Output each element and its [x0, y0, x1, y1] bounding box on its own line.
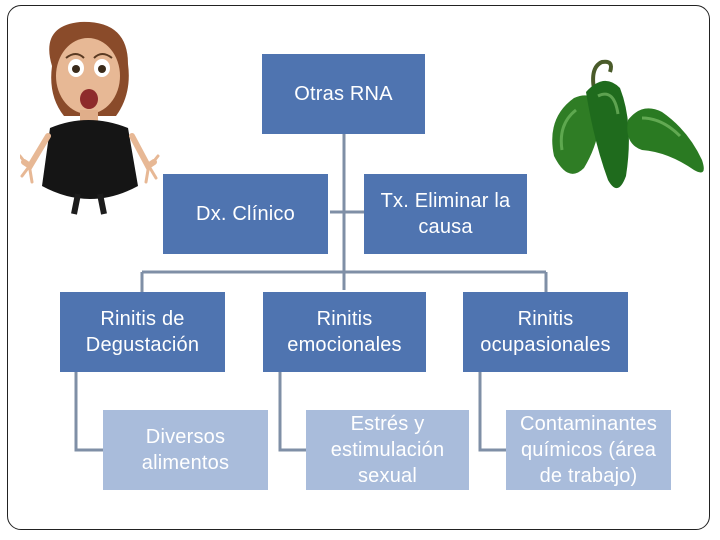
category-label-3: Rinitis ocupasionales — [480, 308, 611, 356]
category-label-1: Rinitis de Degustación — [85, 308, 200, 356]
elbow-line-3 — [478, 372, 506, 452]
left-branch-node: Dx. Clínico — [163, 174, 328, 254]
detail-label-2: Estrés y estimulación sexual — [330, 413, 445, 487]
left-branch-label: Dx. Clínico — [196, 203, 295, 225]
detail-node-3: Contaminantes químicos (área de trabajo) — [506, 410, 671, 490]
category-node-1: Rinitis de Degustación — [60, 292, 225, 372]
surprised-woman-photo — [20, 21, 160, 215]
category-node-2: Rinitis emocionales — [263, 292, 426, 372]
elbow-line-2 — [278, 372, 306, 452]
category-node-3: Rinitis ocupasionales — [463, 292, 628, 372]
detail-label-1: Diversos alimentos — [141, 426, 230, 474]
elbow-line-1 — [74, 372, 103, 452]
detail-label-3: Contaminantes químicos (área de trabajo) — [519, 413, 658, 487]
root-node-label: Otras RNA — [294, 83, 393, 105]
detail-node-2: Estrés y estimulación sexual — [306, 410, 469, 490]
detail-node-1: Diversos alimentos — [103, 410, 268, 490]
right-branch-label: Tx. Eliminar la causa — [380, 190, 511, 238]
jalapeno-peppers-photo — [552, 59, 704, 189]
category-label-2: Rinitis emocionales — [287, 308, 402, 356]
right-branch-node: Tx. Eliminar la causa — [364, 174, 527, 254]
root-node: Otras RNA — [262, 54, 425, 134]
